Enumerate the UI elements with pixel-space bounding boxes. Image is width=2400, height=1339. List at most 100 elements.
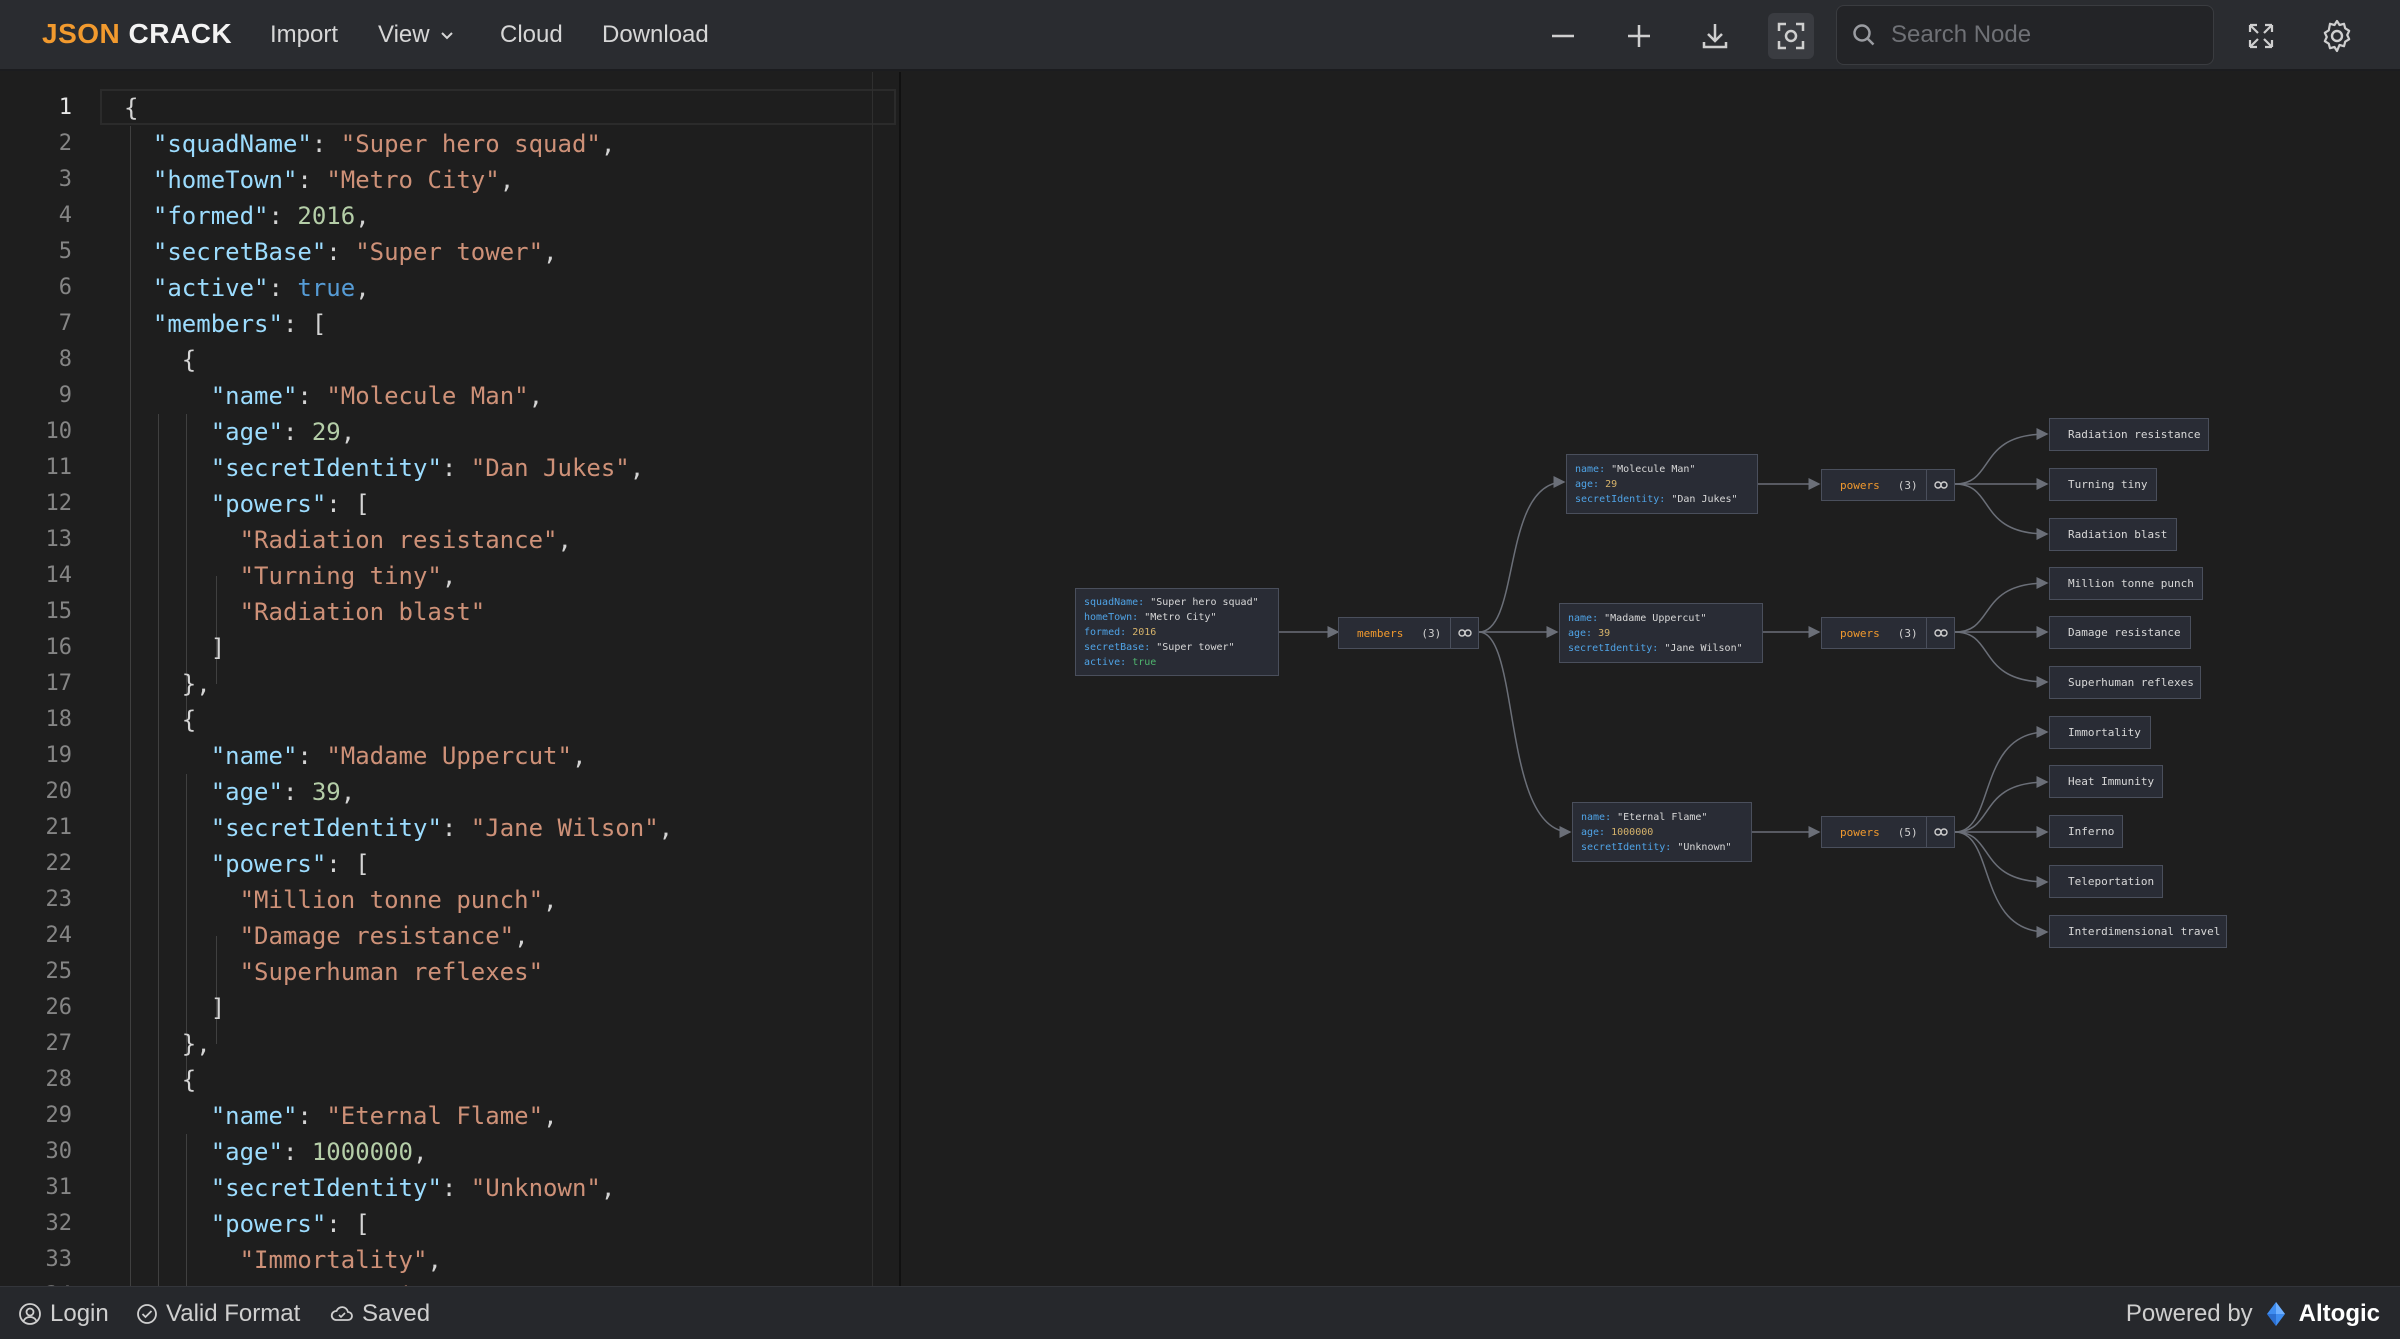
node-value: "Unknown"	[1677, 842, 1732, 853]
search-input[interactable]	[1891, 21, 2191, 49]
import-menu[interactable]: Import	[270, 21, 339, 48]
zoom-in-button[interactable]	[1616, 13, 1662, 59]
cloud-menu[interactable]: Cloud	[500, 21, 563, 48]
line-number: 13	[45, 527, 73, 552]
json-number: 2016	[297, 202, 356, 230]
code-line: "active": true,	[152, 274, 370, 302]
view-menu-label: View	[378, 21, 430, 48]
graph-node-member-1[interactable]: name: "Molecule Man" age: 29 secretIdent…	[1566, 454, 1758, 514]
code-line: "secretIdentity": "Jane Wilson",	[210, 814, 674, 842]
node-key: active:	[1084, 657, 1127, 668]
json-string: "Madame Uppercut"	[326, 742, 572, 770]
json-key: "age"	[210, 1138, 283, 1166]
fit-view-button[interactable]	[1768, 13, 1814, 59]
graph-node-leaf[interactable]: Superhuman reflexes	[2049, 666, 2201, 699]
download-image-button[interactable]	[1692, 13, 1738, 59]
json-string: "Unknown"	[470, 1174, 601, 1202]
download-menu[interactable]: Download	[602, 21, 709, 48]
code-line: "secretIdentity": "Dan Jukes",	[210, 454, 645, 482]
user-circle-icon	[19, 1303, 41, 1325]
graph-node-powers-2[interactable]: powers (3)	[1821, 617, 1955, 649]
node-row: secretIdentity: "Dan Jukes"	[1567, 492, 1757, 507]
indent-guide	[130, 126, 131, 1286]
line-number: 32	[45, 1211, 73, 1236]
code-line: "squadName": "Super hero squad",	[152, 130, 616, 158]
code-line: "Radiation resistance",	[239, 526, 572, 554]
fullscreen-button[interactable]	[2238, 13, 2284, 59]
code-line: "age": 29,	[210, 418, 356, 446]
indent-guide	[216, 936, 217, 1044]
graph-node-leaf[interactable]: Teleportation	[2049, 865, 2163, 898]
collapse-link-icon[interactable]	[1926, 470, 1954, 500]
graph-node-powers-1[interactable]: powers (3)	[1821, 469, 1955, 501]
graph-node-leaf[interactable]: Million tonne punch	[2049, 567, 2203, 600]
json-key: "powers"	[210, 490, 327, 518]
search-icon	[1853, 24, 1875, 46]
graph-node-member-2[interactable]: name: "Madame Uppercut" age: 39 secretId…	[1559, 603, 1763, 663]
login-button[interactable]: Login	[18, 1300, 109, 1328]
collapse-link-icon[interactable]	[1926, 618, 1954, 648]
node-key: formed:	[1084, 627, 1127, 638]
zoom-out-button[interactable]	[1540, 13, 1586, 59]
line-number: 12	[45, 491, 73, 516]
code-line: "Superhuman reflexes"	[124, 954, 543, 990]
settings-button[interactable]	[2314, 13, 2360, 59]
collapse-link-icon[interactable]	[1450, 618, 1478, 648]
gear-icon	[2323, 19, 2351, 53]
line-number: 17	[45, 671, 73, 696]
minus-icon	[1552, 34, 1574, 38]
json-key: "age"	[210, 778, 283, 806]
node-key: powers	[1840, 478, 1880, 492]
node-key: name:	[1581, 812, 1612, 823]
graph-node-root[interactable]: squadName: "Super hero squad" homeTown: …	[1075, 588, 1279, 676]
node-value: "Super hero squad"	[1150, 597, 1259, 608]
collapse-link-icon[interactable]	[1926, 817, 1954, 847]
valid-format-status: Valid Format	[136, 1300, 300, 1328]
graph-node-member-3[interactable]: name: "Eternal Flame" age: 1000000 secre…	[1572, 802, 1752, 862]
node-key: secretIdentity:	[1581, 842, 1672, 853]
search-node-box[interactable]	[1836, 5, 2214, 65]
indent-guide	[186, 1134, 187, 1286]
download-icon	[1702, 24, 1728, 49]
graph-node-leaf[interactable]: Immortality	[2049, 716, 2151, 749]
json-key: "members"	[152, 310, 283, 338]
json-number: 39	[311, 778, 341, 806]
line-number: 22	[45, 851, 73, 876]
valid-format-label: Valid Format	[166, 1300, 301, 1327]
graph-node-leaf[interactable]: Radiation resistance	[2049, 418, 2209, 451]
graph-canvas[interactable]: squadName: "Super hero squad" homeTown: …	[901, 72, 2400, 1286]
line-number: 7	[58, 311, 72, 336]
check-circle-icon	[137, 1304, 157, 1324]
graph-node-leaf[interactable]: Heat Immunity	[2049, 765, 2163, 798]
altogic-brand-label: Altogic	[2298, 1300, 2380, 1327]
node-count: (3)	[1421, 626, 1442, 640]
code-line: "name": "Molecule Man",	[210, 382, 544, 410]
graph-node-leaf[interactable]: Radiation blast	[2049, 518, 2177, 551]
line-number: 1	[58, 95, 72, 120]
node-value: "Jane Wilson"	[1664, 643, 1743, 654]
json-boolean: true	[297, 274, 356, 302]
graph-node-leaf[interactable]: Turning tiny	[2049, 468, 2157, 501]
powered-by-link[interactable]: Powered by Altogic	[2126, 1300, 2380, 1328]
json-key: "active"	[152, 274, 269, 302]
logo-text-crack: CRACK	[128, 18, 233, 49]
graph-node-leaf[interactable]: Damage resistance	[2049, 616, 2191, 649]
app-logo[interactable]: JSON CRACK	[42, 18, 232, 50]
line-number: 10	[45, 419, 73, 444]
graph-node-powers-3[interactable]: powers (5)	[1821, 816, 1955, 848]
graph-node-members[interactable]: members (3)	[1338, 617, 1479, 649]
line-number: 28	[45, 1067, 73, 1092]
json-number: 29	[311, 418, 341, 446]
json-string: "Jane Wilson"	[470, 814, 659, 842]
line-number: 20	[45, 779, 73, 804]
line-number: 11	[45, 455, 73, 480]
view-menu[interactable]: View	[378, 21, 456, 49]
cloud-check-icon	[330, 1306, 353, 1321]
split-divider[interactable]	[899, 72, 901, 1286]
json-string: "Turning tiny"	[239, 562, 442, 590]
graph-node-leaf[interactable]: Interdimensional travel	[2049, 915, 2227, 948]
graph-node-leaf[interactable]: Inferno	[2049, 815, 2123, 848]
